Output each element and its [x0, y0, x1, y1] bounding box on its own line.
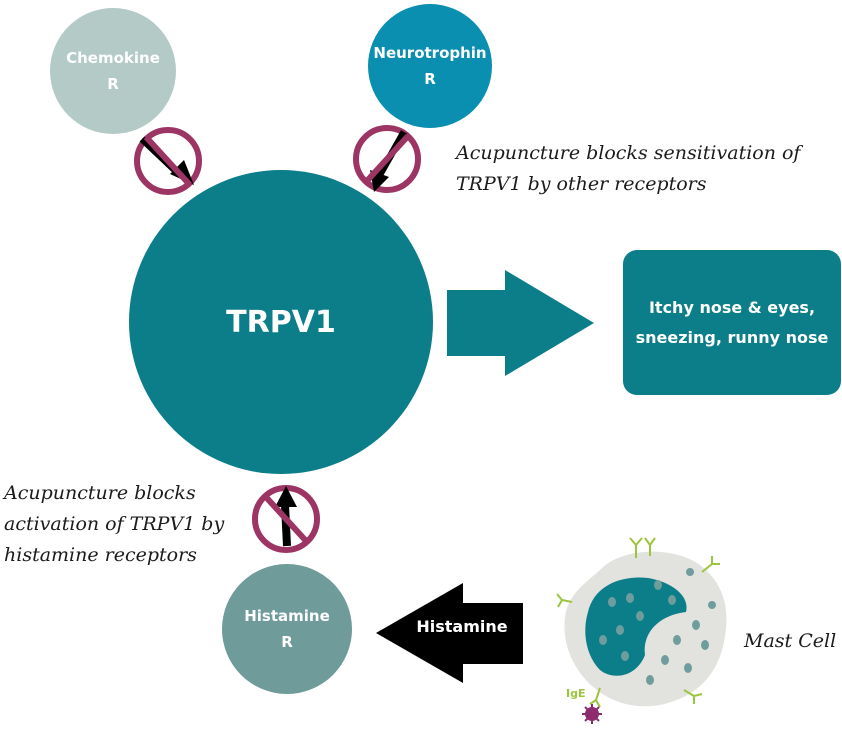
neurotrophin-label: Neurotrophin: [373, 44, 487, 62]
trpv1-label: TRPV1: [226, 304, 336, 340]
neurotrophin-r-label: R: [424, 70, 436, 88]
note-sensitization-line-2: TRPV1 by other receptors: [456, 173, 707, 195]
chemokine-label: Chemokine: [66, 49, 160, 67]
histamine-receptor-label: Histamine: [244, 607, 330, 625]
note-sensitization: Acupuncture blocks sensitivation of TRPV…: [456, 138, 800, 200]
ige-label: IgE: [566, 687, 585, 700]
trpv1-to-symptoms-arrow: [447, 270, 594, 376]
histamine-receptor-node: Histamine R: [222, 564, 352, 694]
note-activation-line-2: activation of TRPV1 by: [4, 513, 225, 535]
histamine-receptor-r-label: R: [281, 633, 293, 651]
note-activation: Acupuncture blocks activation of TRPV1 b…: [4, 478, 224, 571]
chemokine-receptor-node: Chemokine R: [50, 8, 176, 134]
block-chemokine-icon: [134, 127, 202, 195]
block-histamine-icon: [252, 485, 320, 553]
trpv1-node: TRPV1: [129, 170, 433, 474]
note-activation-line-1: Acupuncture blocks: [4, 482, 196, 504]
symptoms-line-2: sneezing, runny nose: [635, 327, 829, 347]
chemokine-r-label: R: [107, 75, 119, 93]
mast-cell-illustration: IgE: [556, 537, 727, 724]
symptoms-line-1: Itchy nose & eyes,: [648, 297, 816, 317]
note-sensitization-line-1: Acupuncture blocks sensitivation of: [456, 142, 801, 164]
histamine-arrow-label: Histamine: [416, 617, 508, 636]
mast-cell-label: Mast Cell: [744, 630, 837, 652]
symptoms-box: Itchy nose & eyes, sneezing, runny nose: [623, 250, 841, 395]
neurotrophin-receptor-node: Neurotrophin R: [368, 4, 492, 128]
note-activation-line-3: histamine receptors: [4, 544, 197, 566]
histamine-arrow: [376, 583, 523, 683]
allergen-icon: [582, 704, 602, 724]
block-neurotrophin-icon: [353, 125, 421, 193]
